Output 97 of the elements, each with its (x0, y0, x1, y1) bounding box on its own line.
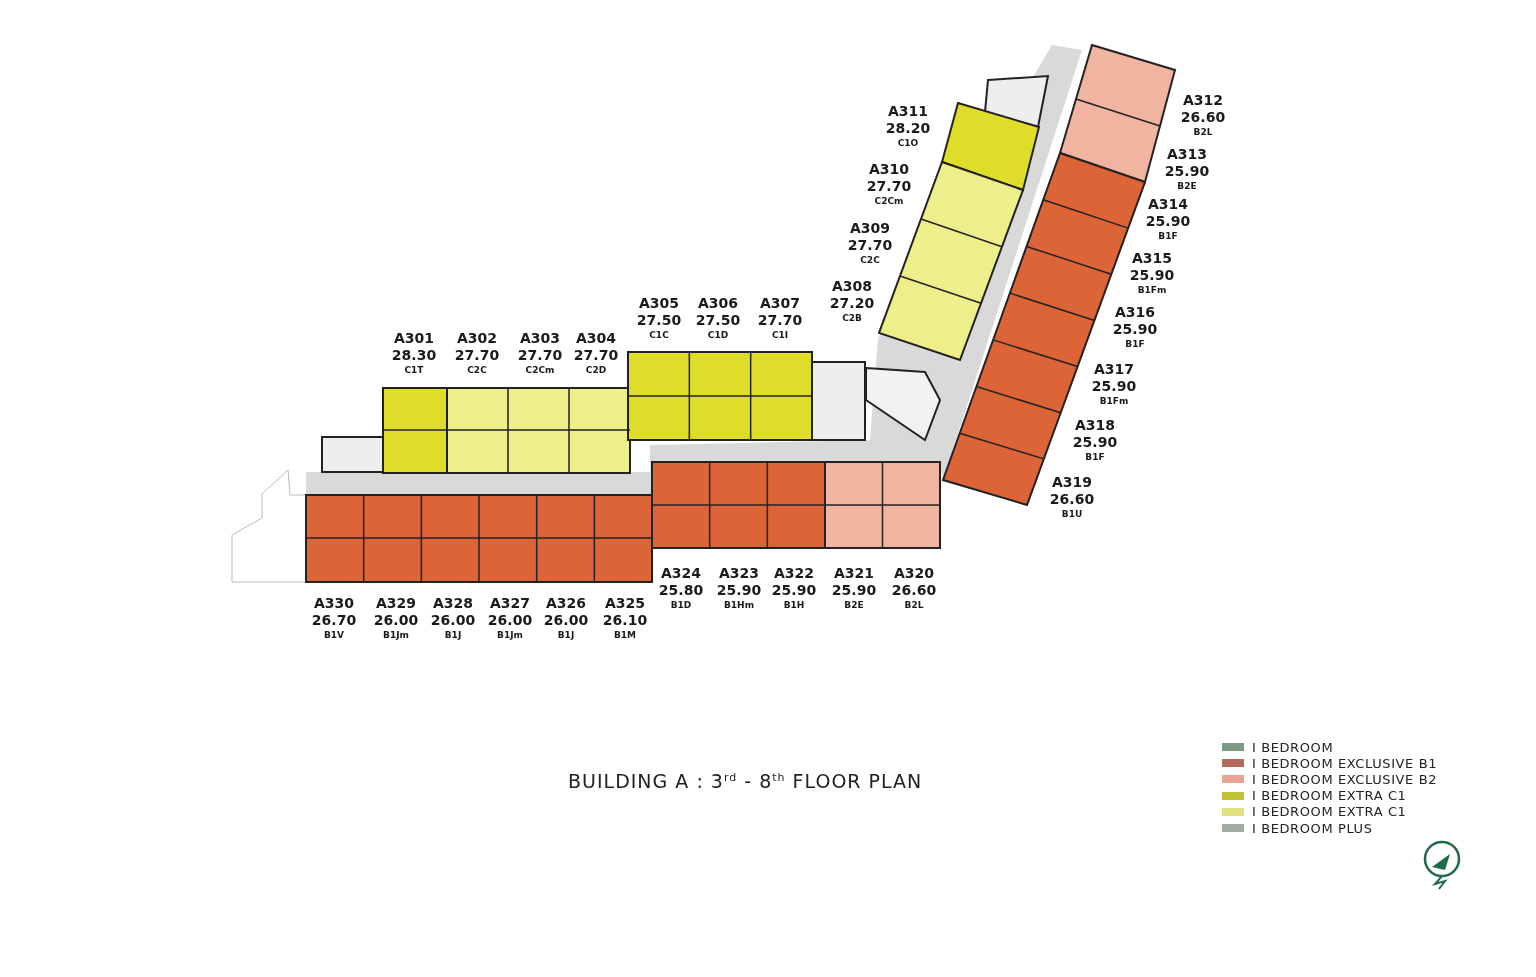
unit-area: 25.90 (716, 582, 762, 599)
unit-number: A324 (660, 565, 701, 582)
unit-area: 26.70 (311, 612, 357, 629)
unit-number: A310 (868, 161, 909, 178)
legend-text: I BEDROOM EXTRA C1 (1252, 788, 1407, 804)
legend-text: I BEDROOM EXCLUSIVE B2 (1252, 771, 1438, 787)
unit-area: 25.90 (1072, 434, 1118, 451)
unit-type: B1F (1085, 451, 1105, 463)
unit-area: 27.50 (636, 312, 682, 329)
unit-number: A314 (1147, 196, 1188, 213)
unit-area: 27.70 (517, 347, 563, 364)
unit-number: A309 (849, 220, 890, 237)
unit-number: A317 (1093, 361, 1134, 378)
unit-type: B1H (783, 599, 805, 611)
unit-number: A327 (489, 595, 530, 612)
unit-number: A328 (432, 595, 473, 612)
unit-area: 26.00 (543, 612, 589, 629)
unit-area: 25.90 (1145, 213, 1191, 230)
unit-type: B1J (557, 629, 575, 641)
unit-type: C2D (585, 364, 607, 376)
unit-type: C2Cm (874, 195, 904, 207)
unit-type: B1M (613, 629, 637, 641)
unit-area: 25.90 (1112, 321, 1158, 338)
unit-number: A319 (1051, 474, 1092, 491)
unit-number: A312 (1182, 92, 1223, 109)
unit-type: C2C (860, 254, 880, 266)
unit-area: 26.10 (602, 612, 648, 629)
unit-type: B1V (323, 629, 345, 641)
unit-type: B1U (1061, 508, 1083, 520)
unit-type: C2B (842, 312, 862, 324)
unit-area: 26.00 (430, 612, 476, 629)
unit-number: A304 (575, 330, 616, 347)
unit-type: C2C (467, 364, 487, 376)
unit-area: 25.90 (1129, 267, 1175, 284)
unit-type: C1O (897, 137, 919, 149)
unit-type: C1C (649, 329, 669, 341)
unit-number: A326 (545, 595, 586, 612)
unit-number: A325 (604, 595, 645, 612)
legend-text: I BEDROOM (1252, 739, 1334, 755)
unit-area: 27.70 (757, 312, 803, 329)
unit-number: A307 (759, 295, 800, 312)
unit-type: B1Hm (724, 599, 754, 611)
unit-area: 25.90 (831, 582, 877, 599)
legend-text: I BEDROOM EXCLUSIVE B1 (1252, 755, 1438, 771)
unit-type: B1Jm (497, 629, 523, 641)
unit-type: C1D (707, 329, 729, 341)
unit-area: 25.90 (771, 582, 817, 599)
unit-number: A318 (1074, 417, 1115, 434)
unit-type: B1Fm (1137, 284, 1167, 296)
unit-number: A313 (1166, 146, 1207, 163)
unit-area: 26.60 (891, 582, 937, 599)
unit-number: A323 (718, 565, 759, 582)
unit-number: A315 (1131, 250, 1172, 267)
unit-type: B1Fm (1099, 395, 1129, 407)
unit-type: B2E (844, 599, 864, 611)
unit-number: A330 (313, 595, 354, 612)
unit-type: B1J (444, 629, 462, 641)
unit-area: 27.20 (829, 295, 875, 312)
unit-area: 26.00 (373, 612, 419, 629)
unit-type: C1I (771, 329, 789, 341)
unit-area: 27.70 (847, 237, 893, 254)
unit-number: A316 (1114, 304, 1155, 321)
unit-area: 26.60 (1049, 491, 1095, 508)
unit-type: B2E (1177, 180, 1197, 192)
unit-area: 25.80 (658, 582, 704, 599)
unit-type: B1D (670, 599, 692, 611)
unit-number: A311 (887, 103, 928, 120)
plan-title: BUILDING A : 3$^{rd}$ - 8$^{th}$ FLOOR PLAN (568, 770, 923, 792)
unit-number: A301 (393, 330, 434, 347)
unit-type: B2L (904, 599, 924, 611)
unit-type: C1T (404, 364, 424, 376)
unit-number: A308 (831, 278, 872, 295)
unit-type: C2Cm (525, 364, 555, 376)
unit-number: A329 (375, 595, 416, 612)
unit-area: 28.20 (885, 120, 931, 137)
unit-type: B1F (1125, 338, 1145, 350)
unit-number: A321 (833, 565, 874, 582)
unit-type: B1Jm (383, 629, 409, 641)
unit-number: A305 (638, 295, 679, 312)
unit-number: A320 (893, 565, 934, 582)
unit-area: 27.70 (866, 178, 912, 195)
unit-number: A322 (773, 565, 814, 582)
legend-text: I BEDROOM PLUS (1252, 820, 1373, 836)
unit-number: A303 (519, 330, 560, 347)
unit-area: 25.90 (1164, 163, 1210, 180)
unit-type: B2L (1193, 126, 1213, 138)
unit-area: 27.70 (454, 347, 500, 364)
unit-area: 27.50 (695, 312, 741, 329)
unit-type: B1F (1158, 230, 1178, 242)
unit-area: 27.70 (573, 347, 619, 364)
unit-area: 28.30 (391, 347, 437, 364)
unit-area: 25.90 (1091, 378, 1137, 395)
legend-text: I BEDROOM EXTRA C1 (1252, 804, 1407, 820)
unit-area: 26.00 (487, 612, 533, 629)
unit-number: A302 (456, 330, 497, 347)
unit-number: A306 (697, 295, 738, 312)
unit-area: 26.60 (1180, 109, 1226, 126)
